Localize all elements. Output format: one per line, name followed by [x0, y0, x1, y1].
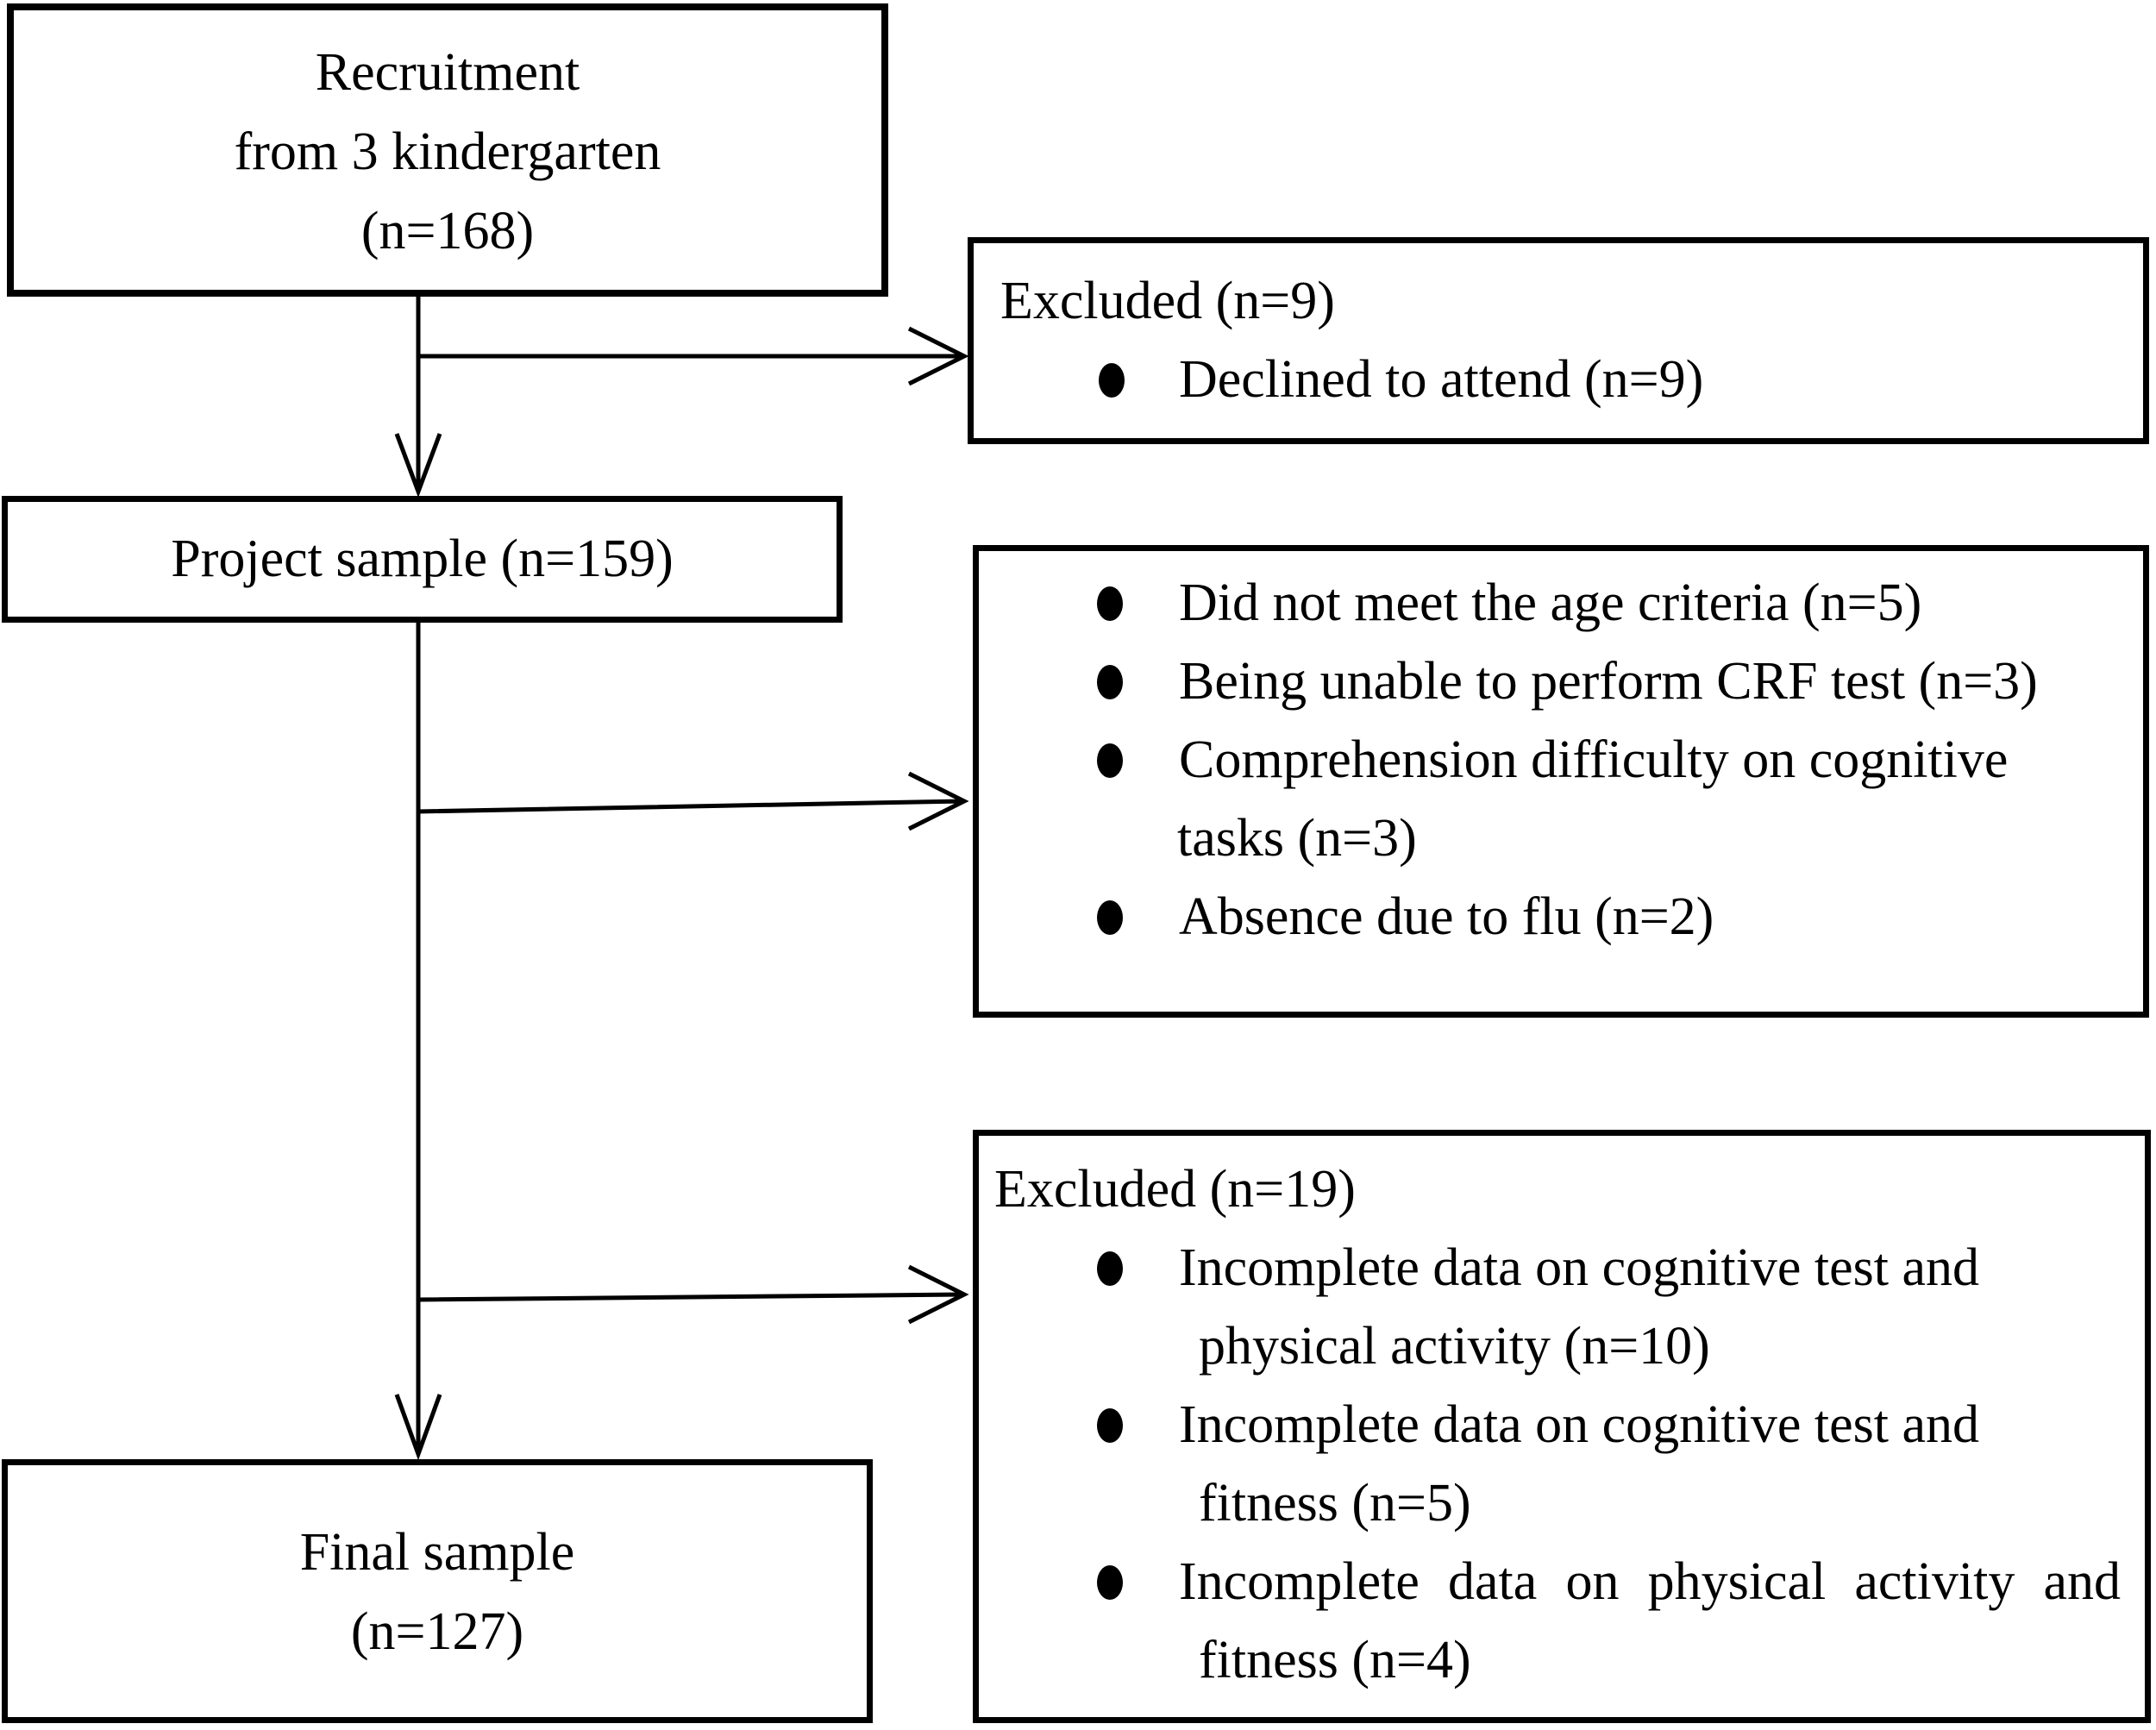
excluded-n19-box: Excluded (n=19) Incomplete data on cogni…: [973, 1130, 2151, 1723]
excluded-n19-title: Excluded (n=19): [994, 1160, 1356, 1219]
final-sample-count: (n=127): [350, 1602, 524, 1661]
arrow-project-to-final: [394, 623, 442, 1461]
exclusion-reason-continuation: tasks (n=3): [979, 799, 2143, 878]
excluded-n19-item-text: fitness (n=4): [1199, 1631, 1471, 1689]
exclusion-reason-text: Being unable to perform CRF test (n=3): [1179, 652, 2038, 711]
exclusion-reason-text: Absence due to flu (n=2): [1179, 887, 1714, 946]
excluded-n19-continuation: physical activity (n=10): [979, 1307, 2145, 1386]
bullet-icon: [1097, 1564, 1123, 1600]
bullet-icon: [1097, 664, 1123, 699]
exclusion-reason-text: tasks (n=3): [1177, 809, 1417, 868]
project-sample-label: Project sample (n=159): [171, 530, 674, 588]
recruitment-line-1: Recruitment: [315, 42, 580, 102]
bullet-icon: [1099, 362, 1125, 398]
arrow-to-excluded-n19: [417, 1264, 969, 1325]
exclusion-reason-item: Did not meet the age criteria (n=5): [979, 564, 2143, 642]
exclusion-reason-text: Did not meet the age criteria (n=5): [1179, 574, 1922, 632]
excluded-n19-item-text: Incomplete data on cognitive test and: [1179, 1238, 1979, 1297]
bullet-icon: [1097, 586, 1123, 621]
bullet-icon: [1097, 1250, 1123, 1286]
recruitment-box: Recruitment from 3 kindergarten (n=168): [7, 3, 888, 297]
exclusion-reason-text: Comprehension difficulty on cognitive: [1179, 730, 2009, 789]
final-sample-line: Final sample: [299, 1522, 575, 1582]
excluded-n9-title: Excluded (n=9): [1000, 272, 1335, 330]
excluded-n9-box: Excluded (n=9) Declined to attend (n=9): [968, 237, 2149, 444]
excluded-n19-item-text: physical activity (n=10): [1199, 1317, 1710, 1376]
exclusion-reason-item: Absence due to flu (n=2): [979, 878, 2143, 956]
arrow-recruitment-to-project: [394, 297, 442, 498]
excluded-n19-item: Incomplete data on cognitive test and: [979, 1386, 2145, 1464]
excluded-n9-item-text: Declined to attend (n=9): [1179, 350, 1704, 409]
excluded-n19-continuation: fitness (n=4): [979, 1621, 2145, 1700]
final-sample-box: Final sample (n=127): [2, 1459, 873, 1723]
recruitment-line-2: from 3 kindergarten: [234, 122, 661, 181]
exclusion-reasons-box: Did not meet the age criteria (n=5) Bein…: [973, 545, 2149, 1018]
bullet-icon: [1097, 743, 1123, 778]
exclusion-reason-item: Comprehension difficulty on cognitive: [979, 721, 2143, 799]
bullet-icon: [1097, 899, 1123, 935]
recruitment-count: (n=168): [360, 201, 535, 260]
excluded-n19-item: Incomplete data on physical activity and: [979, 1543, 2145, 1621]
exclusion-reason-item: Being unable to perform CRF test (n=3): [979, 642, 2143, 721]
excluded-n9-item: Declined to attend (n=9): [974, 341, 2143, 419]
excluded-n19-item-text: Incomplete data on cognitive test and: [1179, 1395, 1979, 1454]
arrow-to-exclusion-reasons: [417, 771, 969, 831]
arrow-to-excluded-n9: [418, 326, 969, 386]
excluded-n19-item-text: fitness (n=5): [1199, 1474, 1471, 1533]
excluded-n19-item: Incomplete data on cognitive test and: [979, 1229, 2145, 1307]
excluded-n19-item-text: Incomplete data on physical activity and: [1179, 1552, 2121, 1611]
excluded-n19-continuation: fitness (n=5): [979, 1464, 2145, 1543]
bullet-icon: [1097, 1407, 1123, 1443]
project-sample-box: Project sample (n=159): [2, 496, 843, 623]
